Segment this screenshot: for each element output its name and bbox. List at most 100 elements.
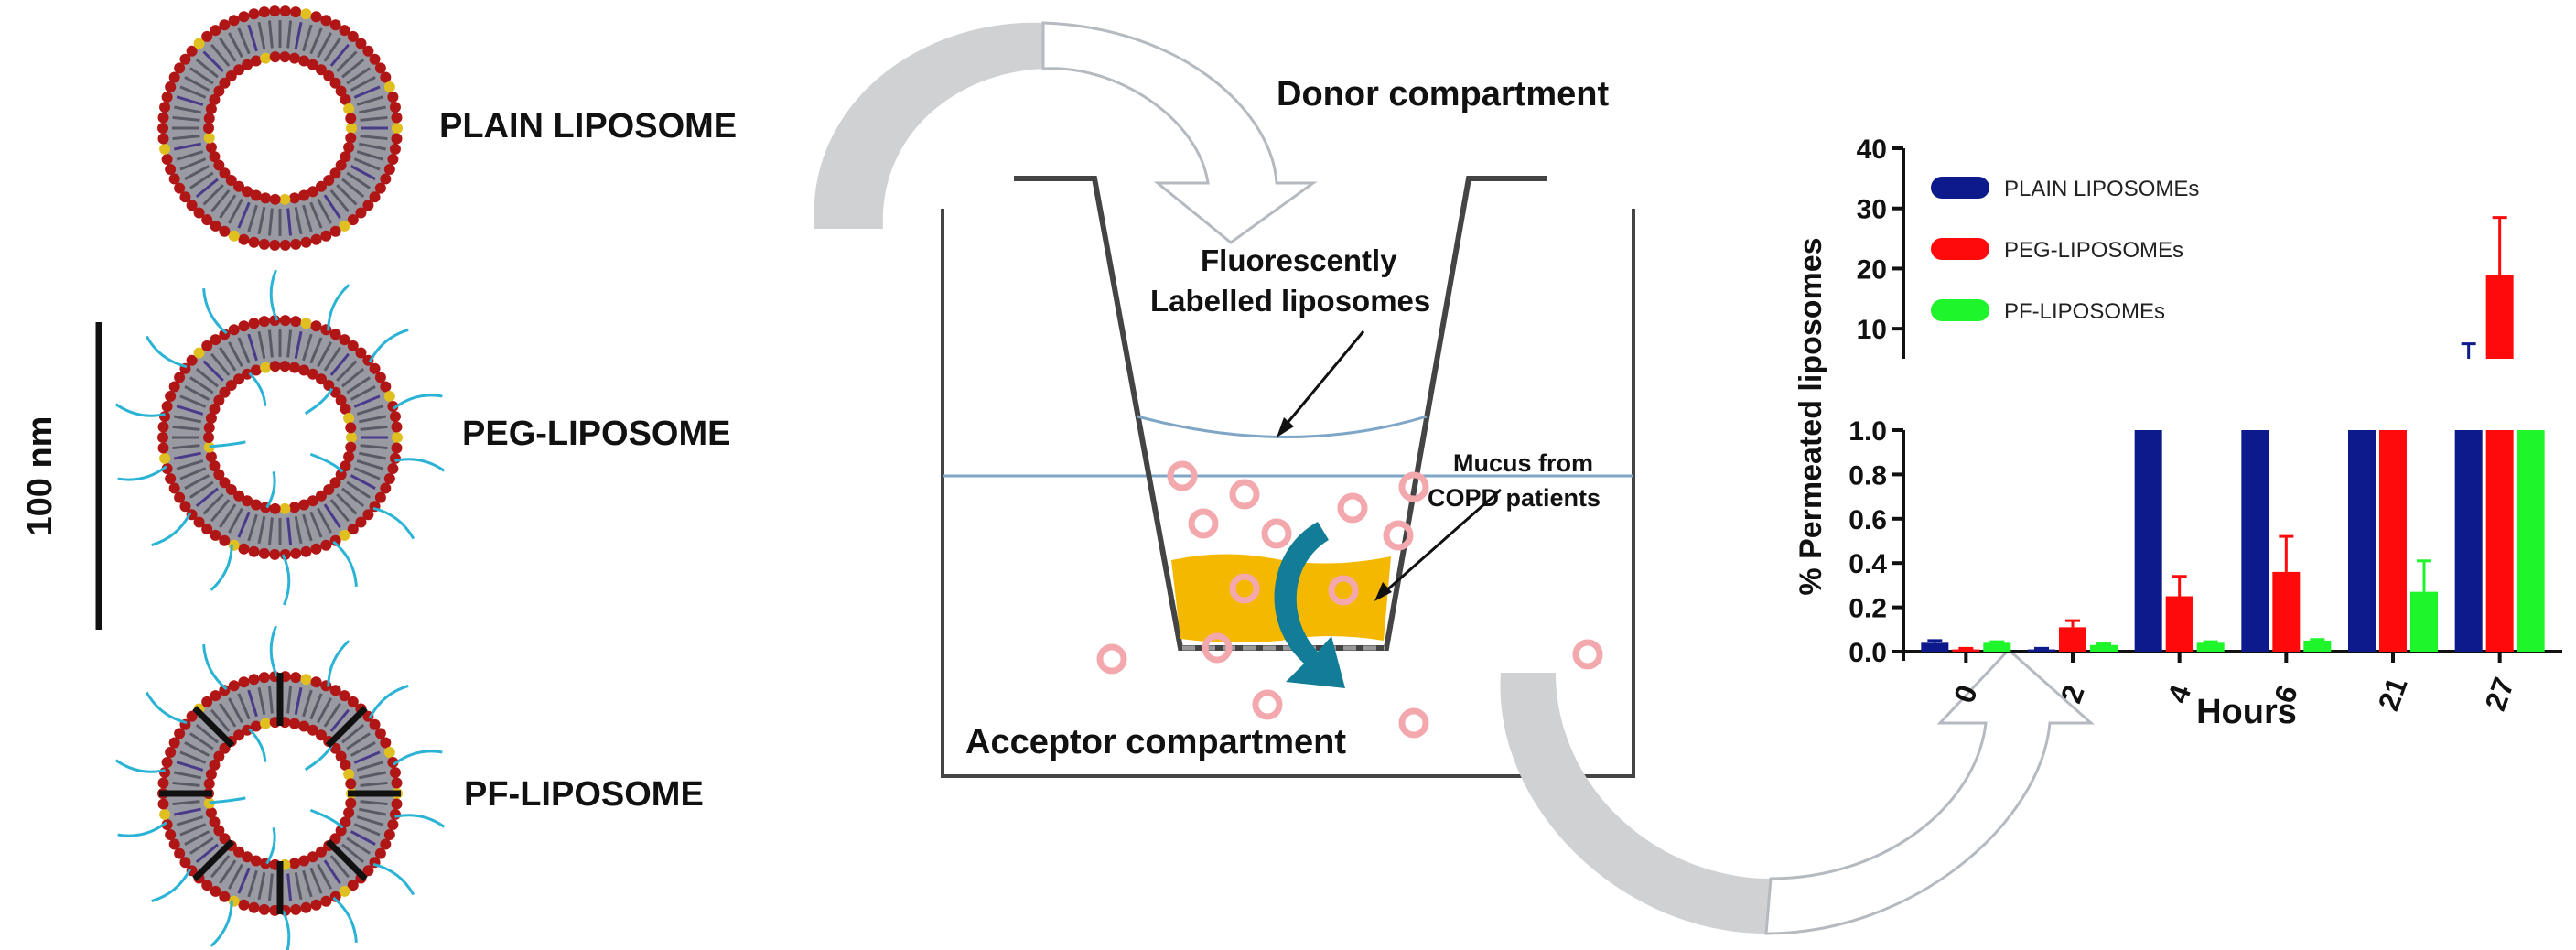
peg-chain: [332, 896, 358, 943]
bar: [2165, 596, 2193, 652]
bar: [2196, 642, 2225, 652]
bar-upper: [2485, 275, 2514, 359]
peg-chain: [281, 554, 291, 606]
bar: [2348, 430, 2376, 652]
chart-bars: [1921, 216, 2545, 652]
bar: [1983, 642, 2011, 652]
peg-chain: [114, 403, 166, 417]
bar: [2379, 430, 2407, 652]
pf-liposome-label: PF-LIPOSOME: [464, 775, 704, 814]
y-tick-label: 10: [1857, 315, 1887, 345]
peg-chain: [372, 506, 415, 540]
vesicle: [1398, 471, 1429, 502]
legend-label: PF-LIPOSOMEs: [2004, 299, 2165, 324]
peg-chain: [151, 512, 192, 546]
peg-chain: [269, 269, 279, 321]
transwell-diagram: Donor compartment Acceptor compartment F…: [941, 75, 1635, 778]
fluorescent-label-line2: Labelled liposomes: [1150, 284, 1430, 318]
bar: [1921, 642, 1949, 652]
bar: [2059, 627, 2086, 652]
x-axis-label: Hours: [2196, 693, 2297, 731]
x-tick-label: 4: [2161, 681, 2197, 707]
y-tick-label: 20: [1857, 254, 1887, 285]
vesicle: [1096, 643, 1127, 675]
bar: [2454, 430, 2483, 652]
peg-chain: [145, 691, 188, 725]
legend-swatch: [1931, 238, 1989, 260]
vesicle: [1188, 508, 1219, 539]
peg-chain: [368, 685, 409, 719]
pluronic-chain: [192, 706, 235, 749]
plain-liposome-diagram: [157, 5, 403, 251]
peg-chain: [368, 329, 409, 363]
vesicle: [1383, 520, 1414, 551]
permeation-arrow: [1274, 522, 1345, 688]
peg-chain: [210, 900, 233, 947]
vesicle: [1229, 573, 1260, 604]
bar: [2517, 430, 2545, 652]
peg-chain: [393, 394, 443, 410]
y-axis-label: % Permeated liposomes: [1794, 237, 1828, 595]
bar: [2241, 430, 2269, 652]
peg-chain: [394, 458, 446, 472]
liposome-illustrations: PLAIN LIPOSOME PEG-LIPOSOME PF-LIPOSOME: [114, 5, 737, 950]
peg-chain: [145, 335, 188, 369]
bar: [2303, 640, 2332, 652]
vesicle: [1398, 707, 1429, 739]
legend-swatch: [1931, 177, 1989, 199]
peg-chain: [281, 910, 291, 950]
peg-liposome-diagram: [114, 269, 446, 606]
vesicle: [1328, 575, 1359, 606]
acceptor-well: [941, 209, 1635, 778]
mucus-label-line1: Mucus from: [1453, 449, 1593, 477]
pluronic-chain: [325, 838, 368, 881]
vesicle: [1202, 632, 1233, 664]
acceptor-compartment-label: Acceptor compartment: [965, 723, 1346, 761]
pluronic-chain: [325, 706, 368, 749]
mucus-label-line2: COPD patients: [1428, 484, 1601, 512]
y-tick-label: 0.4: [1848, 549, 1887, 579]
peg-chain: [202, 288, 228, 335]
donor-compartment-label: Donor compartment: [1277, 75, 1609, 113]
bar: [2090, 644, 2118, 652]
fluorescent-label-line1: Fluorescently: [1201, 243, 1397, 277]
legend-label: PLAIN LIPOSOMEs: [2004, 177, 2199, 201]
scale-bar: 100 nm: [21, 322, 102, 630]
vesicle: [1261, 518, 1292, 549]
y-tick-label: 1.0: [1848, 416, 1887, 447]
peg-chain: [327, 640, 350, 687]
y-tick-label: 0.2: [1848, 594, 1887, 624]
peg-liposome-label: PEG-LIPOSOME: [462, 415, 730, 453]
fluorescent-vesicles: [1096, 460, 1603, 739]
y-tick-label: 40: [1857, 135, 1887, 165]
x-tick-label: 27: [2478, 673, 2520, 715]
peg-chain: [114, 759, 166, 773]
peg-chain: [117, 821, 167, 837]
vesicle: [1167, 460, 1198, 491]
peg-chain: [117, 465, 167, 481]
peg-chain: [210, 544, 233, 591]
vesicle: [1572, 639, 1603, 670]
bar: [1952, 649, 1980, 652]
vesicle: [1252, 689, 1283, 720]
bar: [2272, 571, 2301, 652]
peg-chain: [202, 644, 228, 691]
donor-medium-surface: [1137, 415, 1428, 438]
curved-arrow-to-donor: [814, 21, 1318, 244]
y-tick-label: 0.8: [1848, 460, 1887, 491]
scale-bar-label: 100 nm: [21, 416, 59, 536]
curved-arrow-to-chart: [1500, 647, 2095, 935]
plain-liposome-label: PLAIN LIPOSOME: [439, 107, 737, 146]
vesicle: [1229, 479, 1260, 510]
bar: [2485, 430, 2514, 652]
y-tick-label: 0.0: [1848, 638, 1887, 668]
bar: [2410, 591, 2438, 652]
y-tick-label: 0.6: [1848, 505, 1887, 535]
bar: [2028, 649, 2055, 652]
peg-chain: [394, 814, 446, 828]
peg-chain: [151, 868, 192, 902]
legend-swatch: [1931, 299, 1989, 321]
